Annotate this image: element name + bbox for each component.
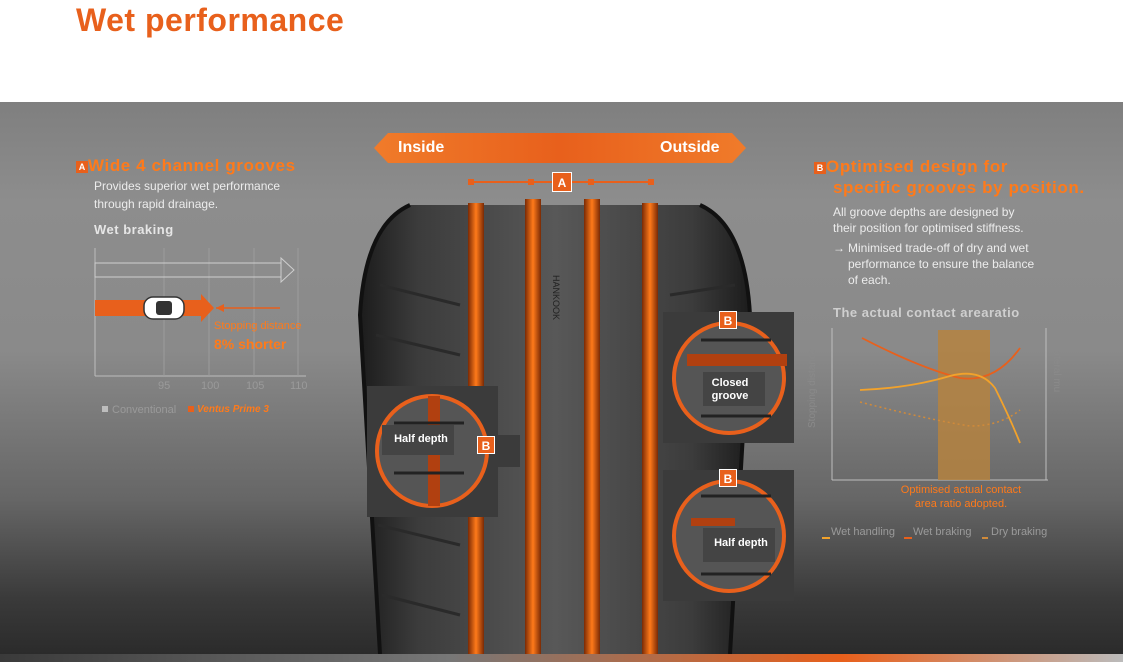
legend-conventional: Conventional xyxy=(112,404,177,416)
left-description-1: Provides superior wet performance xyxy=(94,179,281,193)
groove-4 xyxy=(642,203,658,654)
tick-110: 110 xyxy=(290,380,308,392)
contact-ratio-chart xyxy=(831,328,1048,481)
direction-arrow xyxy=(374,133,746,163)
svg-text:HANKOOK: HANKOOK xyxy=(551,275,561,320)
legend-conventional-swatch xyxy=(102,406,108,412)
line-wet-braking xyxy=(861,337,1021,380)
right-heading-2: specific grooves by position. xyxy=(833,178,1085,197)
car-icon xyxy=(143,296,185,320)
groove-2 xyxy=(525,199,541,654)
legend-ventus-swatch xyxy=(188,406,194,412)
legend-wet-braking-swatch xyxy=(904,537,912,539)
callout-right-bottom-label-bg xyxy=(703,528,775,562)
y-right-label: Lateral mu xyxy=(1051,345,1062,393)
callout-left-label: Half depth xyxy=(394,433,448,445)
optimised-note-2: area ratio adopted. xyxy=(914,498,1008,510)
right-badge: B xyxy=(814,161,826,174)
bullet-arrow: → xyxy=(833,241,845,255)
legend-wet-handling: Wet handling xyxy=(831,526,896,538)
tick-95: 95 xyxy=(158,380,171,392)
left-description-2: through rapid drainage. xyxy=(94,197,219,211)
legend-wet-braking: Wet braking xyxy=(913,526,972,538)
optimised-band xyxy=(938,330,990,480)
callout-left-label-bg xyxy=(382,425,454,455)
legend-dry-braking: Dry braking xyxy=(991,526,1048,538)
groove-3 xyxy=(584,199,600,654)
improvement-label: 8% shorter xyxy=(214,336,287,352)
callout-right-top-label-1: Closed xyxy=(711,377,749,389)
tick-100: 100 xyxy=(201,380,220,392)
callout-right-top-label-bg xyxy=(703,372,765,406)
footer-bar xyxy=(0,654,1123,662)
optimised-note-1: Optimised actual contact xyxy=(900,484,1022,496)
left-heading: Wide 4 channel grooves xyxy=(88,156,296,175)
wet-braking-chart xyxy=(94,248,306,377)
outside-label: Outside xyxy=(660,139,720,156)
callout-left-badge: B xyxy=(477,436,495,454)
legend-ventus: Ventus Prime 3 xyxy=(197,404,269,415)
line-dry-braking xyxy=(859,401,1021,427)
inside-label: Inside xyxy=(398,139,445,156)
legend-dry-braking-swatch xyxy=(982,537,988,539)
conventional-bar xyxy=(94,256,295,284)
legend-wet-handling-swatch xyxy=(822,537,830,539)
callout-right-top-badge: B xyxy=(719,311,737,329)
right-bullet-3: of each. xyxy=(848,273,891,287)
center-badge: A xyxy=(552,172,572,192)
contact-ratio-title: The actual contact arearatio xyxy=(833,305,1020,320)
right-description-1: All groove depths are designed by xyxy=(833,205,1015,219)
right-bullet-2: performance to ensure the balance xyxy=(848,257,1035,271)
right-bullet-1: Minimised trade-off of dry and wet xyxy=(848,241,1029,255)
tick-105: 105 xyxy=(246,380,265,392)
callout-right-bottom-label: Half depth xyxy=(714,537,768,549)
callout-right-bottom-badge: B xyxy=(719,469,737,487)
right-heading-1: Optimised design for xyxy=(826,157,1009,176)
y-left-label: Stopping distance xyxy=(807,348,818,428)
wet-braking-title: Wet braking xyxy=(94,222,174,237)
left-badge: A xyxy=(76,160,88,173)
right-description-2: their position for optimised stiffness. xyxy=(833,221,1024,235)
callout-right-top-label-2: groove xyxy=(711,390,749,402)
stopping-distance-label: Stopping distance xyxy=(214,320,302,332)
page-title: Wet performance xyxy=(76,2,345,38)
line-wet-handling xyxy=(859,372,1021,444)
